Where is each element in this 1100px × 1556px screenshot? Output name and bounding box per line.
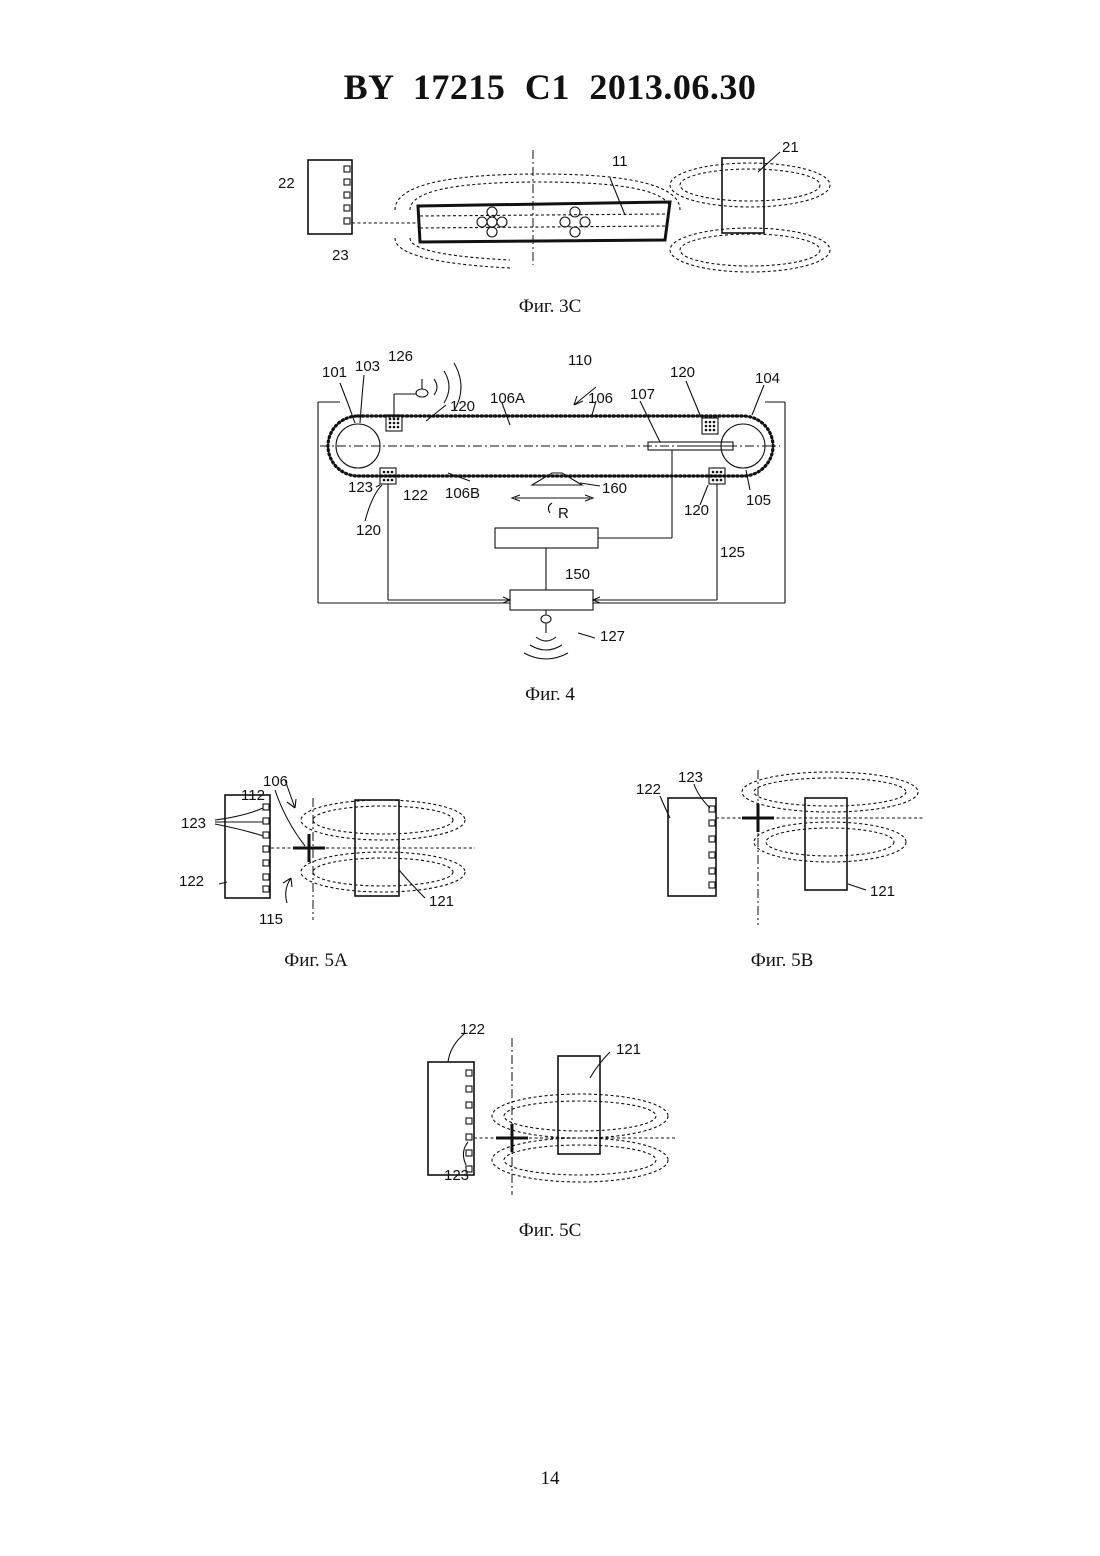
cross-marker bbox=[742, 804, 774, 832]
page-number: 14 bbox=[0, 1468, 1100, 1490]
block-122 bbox=[428, 1062, 474, 1175]
leader-11 bbox=[610, 178, 625, 215]
caption-fig-5c: Фиг. 5C bbox=[450, 1220, 650, 1242]
magnet-121 bbox=[742, 772, 918, 890]
document-header: BY 17215 C1 2013.06.30 bbox=[0, 66, 1100, 108]
label-150: 150 bbox=[565, 566, 590, 583]
label-106: 106 bbox=[263, 773, 288, 790]
label-106: 106 bbox=[588, 390, 613, 407]
label-120-b: 120 bbox=[670, 364, 695, 381]
figure-4-drawing: 101 103 126 110 120 106A 106 107 120 104… bbox=[300, 345, 800, 670]
controller-150 bbox=[510, 590, 593, 610]
leader-21 bbox=[758, 152, 780, 172]
label-120-c: 120 bbox=[356, 522, 381, 539]
label-120-a: 120 bbox=[450, 398, 475, 415]
caption-fig-5a: Фиг. 5A bbox=[216, 950, 416, 972]
lens-160 bbox=[512, 473, 593, 513]
label-115: 115 bbox=[259, 911, 283, 928]
block-122 bbox=[225, 795, 270, 898]
cross-marker bbox=[496, 1124, 528, 1152]
label-121: 121 bbox=[429, 893, 454, 910]
module-120-top-right bbox=[702, 418, 718, 434]
label-22: 22 bbox=[278, 175, 295, 192]
label-122: 122 bbox=[179, 873, 204, 890]
label-122: 122 bbox=[403, 487, 428, 504]
label-110: 110 bbox=[568, 352, 592, 369]
antenna-127 bbox=[524, 610, 568, 659]
figure-5a-drawing: 106 112 123 122 115 121 bbox=[175, 760, 485, 935]
figure-3c-drawing: 22 23 11 21 bbox=[260, 130, 840, 280]
label-106b: 106B bbox=[445, 485, 480, 502]
caption-fig-4: Фиг. 4 bbox=[450, 684, 650, 706]
label-125: 125 bbox=[720, 544, 745, 561]
cross-marker bbox=[293, 834, 325, 862]
label-105: 105 bbox=[746, 492, 771, 509]
label-r: R bbox=[558, 505, 569, 522]
figure-5c-drawing: 122 121 123 bbox=[420, 1020, 690, 1200]
label-11: 11 bbox=[612, 153, 628, 170]
label-103: 103 bbox=[355, 358, 380, 375]
label-112: 112 bbox=[241, 787, 265, 804]
label-107: 107 bbox=[630, 386, 655, 403]
block-122 bbox=[668, 798, 716, 896]
figure-5b-drawing: 123 122 121 bbox=[630, 760, 930, 935]
label-160: 160 bbox=[602, 480, 627, 497]
magnet-21 bbox=[670, 158, 830, 272]
label-104: 104 bbox=[755, 370, 780, 387]
label-123: 123 bbox=[444, 1167, 469, 1184]
label-101: 101 bbox=[322, 364, 347, 381]
label-23: 23 bbox=[332, 247, 349, 264]
label-121: 121 bbox=[616, 1041, 641, 1058]
shuttle-11 bbox=[418, 202, 670, 242]
magnet-121 bbox=[492, 1056, 668, 1182]
label-121: 121 bbox=[870, 883, 895, 900]
label-123: 123 bbox=[678, 769, 703, 786]
label-120-d: 120 bbox=[684, 502, 709, 519]
caption-fig-5b: Фиг. 5B bbox=[682, 950, 882, 972]
label-122: 122 bbox=[460, 1021, 485, 1038]
block-22 bbox=[308, 160, 352, 234]
label-123: 123 bbox=[181, 815, 206, 832]
label-106a: 106A bbox=[490, 390, 525, 407]
label-127: 127 bbox=[600, 628, 625, 645]
field-lines-left bbox=[395, 174, 680, 268]
caption-fig-3c: Фиг. 3C bbox=[450, 296, 650, 318]
label-126: 126 bbox=[388, 348, 413, 365]
drive-unit bbox=[495, 528, 598, 548]
label-21: 21 bbox=[782, 139, 799, 156]
label-123: 123 bbox=[348, 479, 373, 496]
label-122: 122 bbox=[636, 781, 661, 798]
